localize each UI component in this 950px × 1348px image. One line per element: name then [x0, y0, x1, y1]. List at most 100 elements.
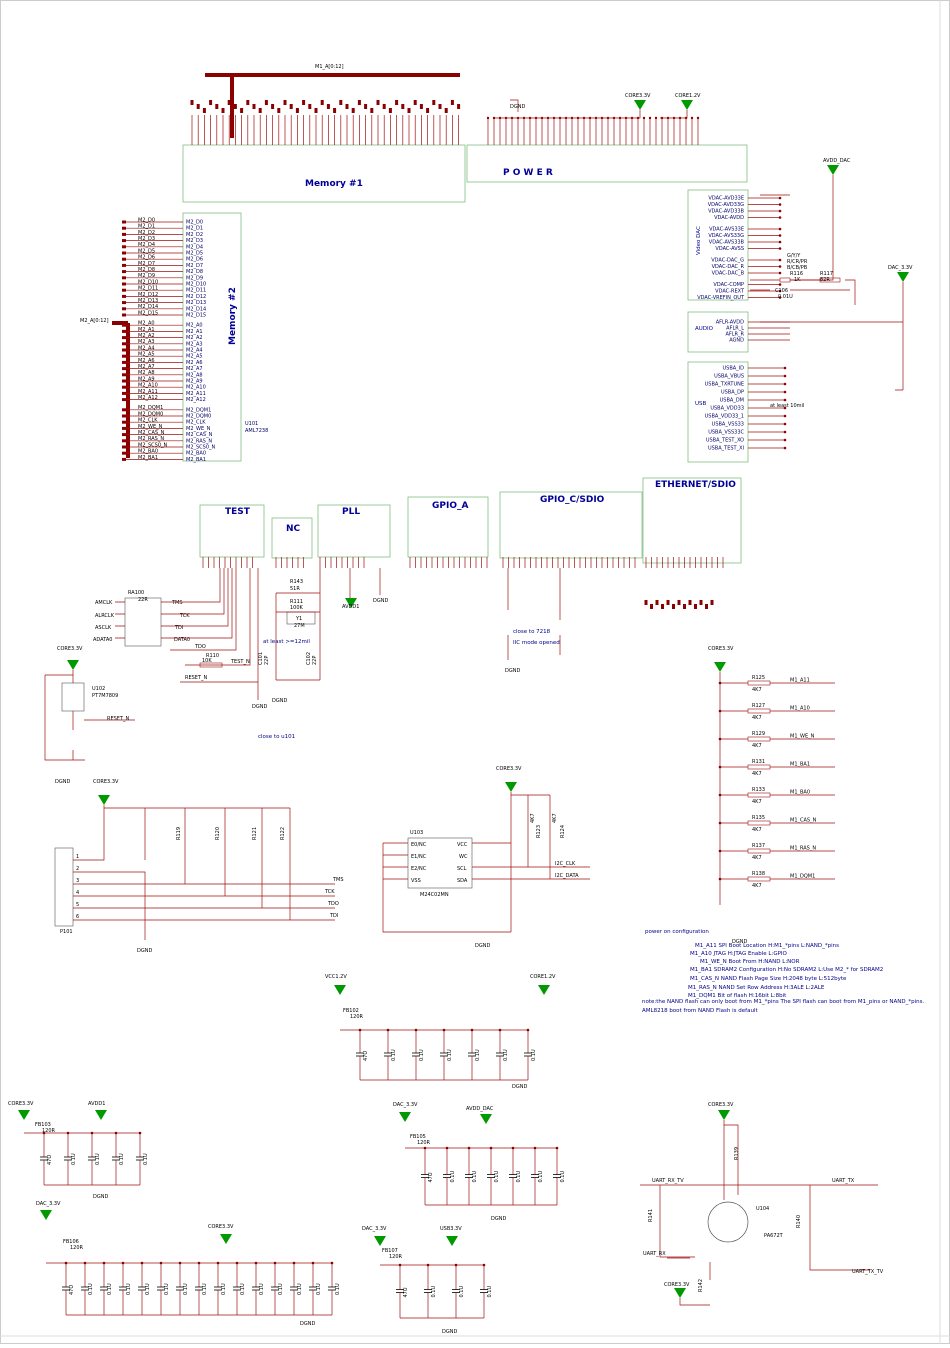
cap-value-30: 0.1U: [278, 1283, 284, 1295]
memory2-pin-29: M2_DQM1: [186, 407, 211, 413]
p101-pin-3: 3: [76, 878, 79, 884]
cap-dot-22: [121, 1261, 125, 1265]
dac33-bank4-label: DAC_3.3V: [36, 1201, 61, 1207]
eth-pad-5: [672, 604, 675, 609]
dac-pin-0: VDAC-AVD33E: [708, 196, 744, 202]
memory2-pad-32: [122, 426, 126, 430]
cap-dot-32: [311, 1261, 315, 1265]
avdd-dac-arrow-bank3: [480, 1114, 492, 1124]
memory2-pin-32: M2_WE_N: [186, 426, 211, 432]
memory2-pin-16: M2_A0: [186, 323, 203, 329]
cap-value-4: 0.1U: [475, 1049, 481, 1061]
cap-dot-12: [423, 1146, 427, 1150]
memory2-pin-37: M2_BA1: [186, 457, 206, 463]
strap-section: CORE3.3V R1254K7M1_A11R1274K7M1_A10R1294…: [708, 646, 835, 945]
dgnd-pll-label: DGND: [373, 598, 388, 604]
cap-dot-14: [467, 1146, 471, 1150]
cap-value-5: 0.1U: [503, 1049, 509, 1061]
dac33-arrow-right: [897, 272, 909, 282]
memory1-pad-17: [295, 108, 299, 113]
usb-pin-5: USBA_VDD33: [710, 406, 744, 412]
core33-arrow-top: [634, 100, 646, 110]
memory2-pin-36: M2_BA0: [186, 451, 206, 457]
strap-value-3: 4K7: [752, 771, 762, 777]
memory2-net-36: M2_BA0: [138, 449, 158, 455]
memory1-pad-34: [401, 104, 405, 109]
usb-dot-3: [783, 390, 787, 394]
ra100-ref: RA100: [128, 590, 144, 596]
cap-dot-20: [83, 1261, 87, 1265]
memory2-pad-17: [122, 329, 126, 333]
memory1-pad-10: [252, 104, 256, 109]
r117-ref: R117: [820, 271, 833, 277]
memory2-pin-27: M2_A11: [186, 391, 206, 397]
avdd1-bank2-label: AVDD1: [88, 1101, 105, 1107]
c106-ref: C106: [775, 288, 788, 294]
strap-value-1: 4K7: [752, 715, 762, 721]
memory1-pad-32: [388, 108, 392, 113]
memory2-net-32: M2_WE_N: [138, 424, 163, 430]
core12-arrow-top: [681, 100, 693, 110]
dac33-arrow-bank4: [40, 1210, 52, 1220]
dac33-bank3-label: DAC_3.3V: [393, 1102, 418, 1108]
memory2-pin-20: M2_A4: [186, 348, 203, 354]
cap-dot-21: [102, 1261, 106, 1265]
memory2-pad-24: [122, 373, 126, 377]
memory2-pin-13: M2_D13: [186, 300, 206, 306]
usb-dot-0: [783, 366, 787, 370]
avdd-dac-label: AVDD_DAC: [823, 158, 851, 164]
r121-ref: R121: [252, 827, 258, 840]
dac-dot-4: [778, 227, 782, 231]
crystal-note: at least >=12mil: [263, 639, 310, 645]
memory2-net-7: M2_D7: [138, 261, 155, 267]
memory2-pin-22: M2_A6: [186, 360, 203, 366]
cap-value-11: 0.1U: [143, 1153, 149, 1165]
memory1-pad-29: [370, 108, 374, 113]
jtag-section: RA100 22R AMCLK ALRCLK ASCLK ADATA0 TMS …: [44, 568, 295, 785]
dgnd-strap-label: DGND: [732, 939, 747, 945]
memory2-pad-10: [122, 282, 126, 286]
config-note-3: M1_WE_N Boot From H:NAND L:NOR: [700, 959, 800, 965]
cap-value-29: 0.1U: [259, 1283, 265, 1295]
memory1-pad-15: [283, 100, 287, 105]
power-dot-0: [486, 116, 490, 120]
memory2-pad-11: [122, 288, 126, 292]
memory2-net-27: M2_A11: [138, 389, 158, 395]
memory2-pad-5: [122, 251, 126, 255]
config-note-5: M1_CAS_N NAND Flash Page Size H:2048 byt…: [690, 976, 847, 982]
dac-dot-3: [778, 216, 782, 219]
cap-value-37: 0.1U: [487, 1286, 493, 1298]
cap-value-19: 47U: [69, 1285, 75, 1295]
video-out-r: R/CR/PR: [787, 259, 808, 265]
memory1-pad-24: [339, 100, 343, 105]
power-dot-26: [642, 116, 646, 120]
r143-ref: R143: [290, 579, 303, 585]
usb-dot-6: [783, 414, 787, 418]
core33-top-label: CORE3.3V: [625, 93, 651, 99]
fb102-value: 120R: [350, 1014, 364, 1020]
cap-dot-36: [454, 1263, 458, 1267]
data0-net: DATA0: [174, 637, 190, 643]
cap-dot-17: [533, 1146, 537, 1150]
core33-strap-label: CORE3.3V: [708, 646, 734, 652]
memory2-pin-7: M2_D7: [186, 263, 203, 269]
header-tdi: TDI: [329, 913, 338, 919]
u103-pin-vcc: VCC: [457, 842, 468, 848]
memory2-pin-26: M2_A10: [186, 385, 206, 391]
eth-pad-9: [694, 604, 697, 609]
memory1-pad-20: [314, 108, 318, 113]
u101-part: AML7238: [245, 428, 268, 434]
cap-value-26: 0.1U: [202, 1283, 208, 1295]
dgnd-gpio-label: DGND: [505, 668, 520, 674]
memory2-net-10: M2_D10: [138, 279, 158, 285]
cap-dot-31: [292, 1261, 296, 1265]
fb107-ref: FB107: [382, 1248, 398, 1254]
audio-pin-0: AFLR-AVDD: [716, 320, 744, 326]
memory2-pin-10: M2_D10: [186, 282, 206, 288]
uart-rx-net: UART_RX: [643, 1251, 666, 1257]
memory2-net-20: M2_A4: [138, 345, 155, 351]
memory1-pad-43: [457, 104, 461, 109]
memory1-pad-4: [215, 104, 219, 109]
memory2-pin-6: M2_D6: [186, 257, 203, 263]
fb106-value: 120R: [70, 1245, 84, 1251]
